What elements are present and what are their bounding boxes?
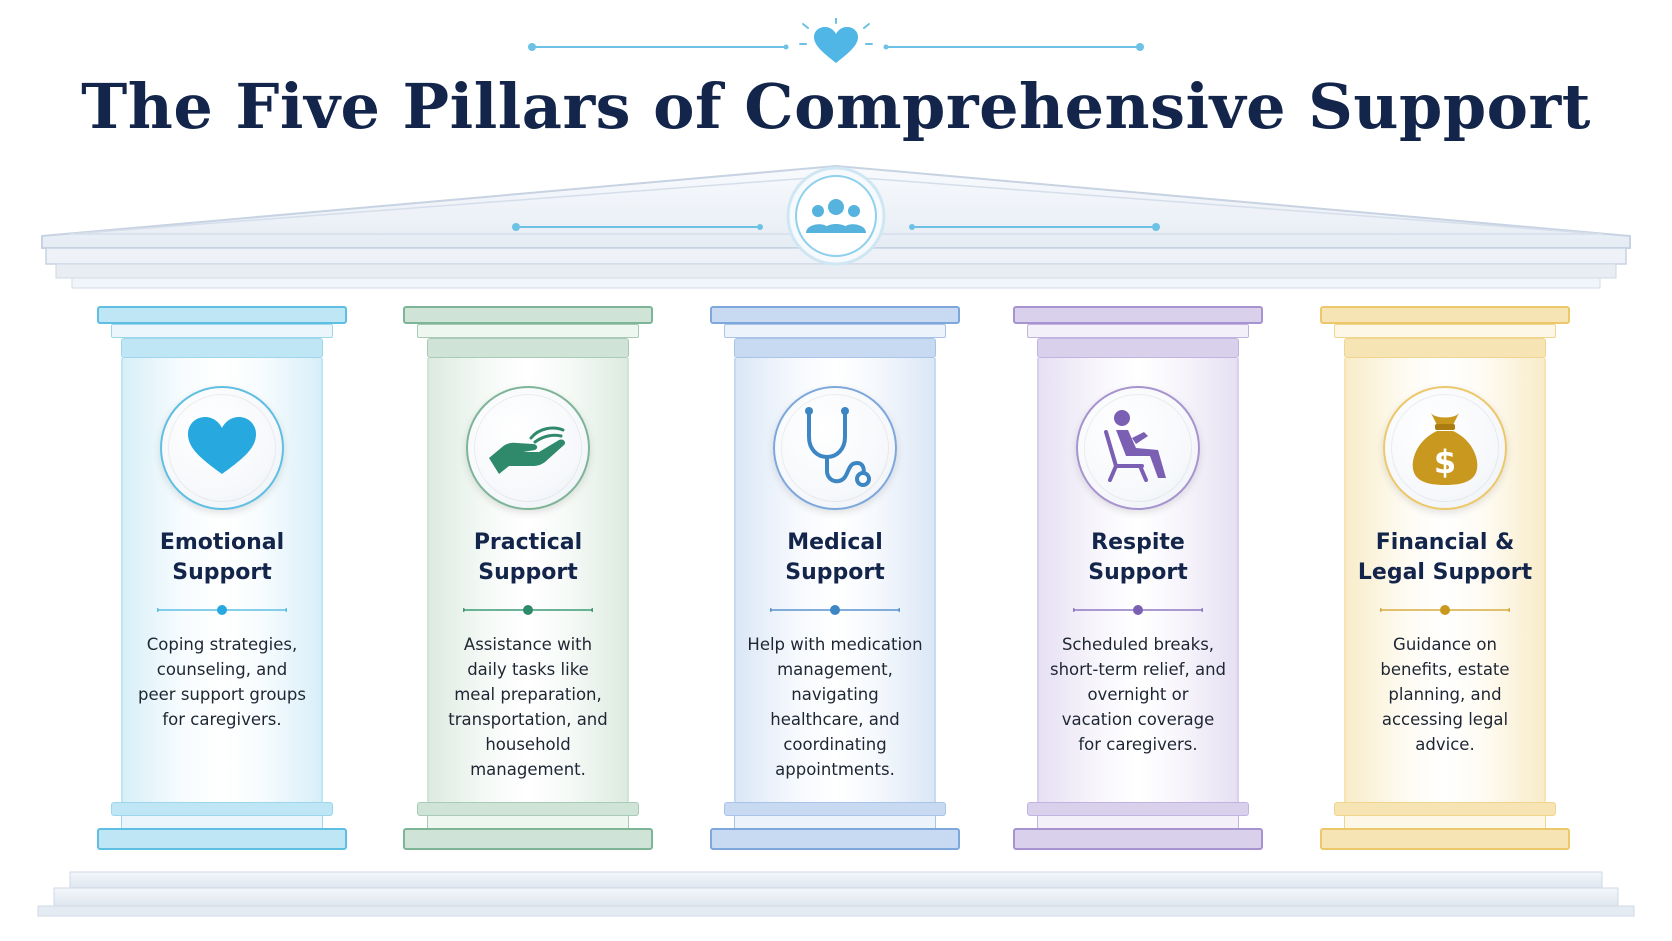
people-group-icon	[786, 166, 886, 266]
pillar-divider	[1073, 605, 1203, 615]
pillar-base	[403, 828, 653, 850]
pillar-description: Guidance on benefits, estate planning, a…	[1380, 635, 1510, 754]
person-reclining-icon	[1104, 410, 1166, 482]
pillar-base	[1320, 828, 1570, 850]
temple-steps	[37, 871, 1635, 917]
pillar-base	[1013, 828, 1263, 850]
pillar-capital	[1013, 306, 1263, 324]
pillar-emotional: Emotional Support Coping strategies, cou…	[97, 306, 347, 874]
pillar-capital	[710, 306, 960, 324]
svg-text:$: $	[1434, 443, 1456, 481]
helping-hand-icon	[489, 426, 566, 474]
pillar-divider	[157, 605, 287, 615]
pillar-respite: Respite Support Scheduled breaks, short-…	[1013, 306, 1263, 874]
ornament-heart-icon	[799, 18, 873, 63]
pillar-description: Assistance with daily tasks like meal pr…	[448, 635, 608, 779]
stethoscope-icon	[805, 407, 871, 487]
pillar-practical: Practical Support Assistance with daily …	[403, 306, 653, 874]
pillar-financial: $ Financial & Legal Support Guidance on …	[1320, 306, 1570, 874]
practical-icon-badge	[466, 386, 590, 510]
pillar-description: Coping strategies, counseling, and peer …	[138, 635, 306, 729]
temple-structure	[37, 164, 1635, 917]
title-ornament	[528, 18, 1144, 63]
pillar-capital	[1320, 306, 1570, 324]
pillar-divider	[1380, 605, 1510, 615]
heart-icon	[188, 417, 256, 474]
pillar-description: Scheduled breaks, short-term relief, and…	[1049, 635, 1227, 754]
pillar-title: Respite Support	[1088, 530, 1188, 585]
pillar-title: Practical Support	[473, 530, 583, 585]
pillar-title: Emotional Support	[159, 530, 285, 585]
emotional-icon-badge	[160, 386, 284, 510]
pillar-title: Financial & Legal Support	[1357, 530, 1533, 585]
medical-icon-badge	[773, 386, 897, 510]
pillar-capital	[403, 306, 653, 324]
pillar-divider	[463, 605, 593, 615]
pillar-title: Medical Support	[785, 530, 885, 585]
financial-icon-badge: $	[1383, 386, 1507, 510]
pillar-medical: Medical Support Help with medication man…	[710, 306, 960, 874]
pillar-base	[710, 828, 960, 850]
respite-icon-badge	[1076, 386, 1200, 510]
page-title: The Five Pillars of Comprehensive Suppor…	[81, 70, 1591, 143]
pillar-divider	[770, 605, 900, 615]
pillar-capital	[97, 306, 347, 324]
pillar-description: Help with medication management, navigat…	[747, 635, 923, 779]
money-bag-icon: $	[1412, 413, 1478, 485]
pillar-base	[97, 828, 347, 850]
